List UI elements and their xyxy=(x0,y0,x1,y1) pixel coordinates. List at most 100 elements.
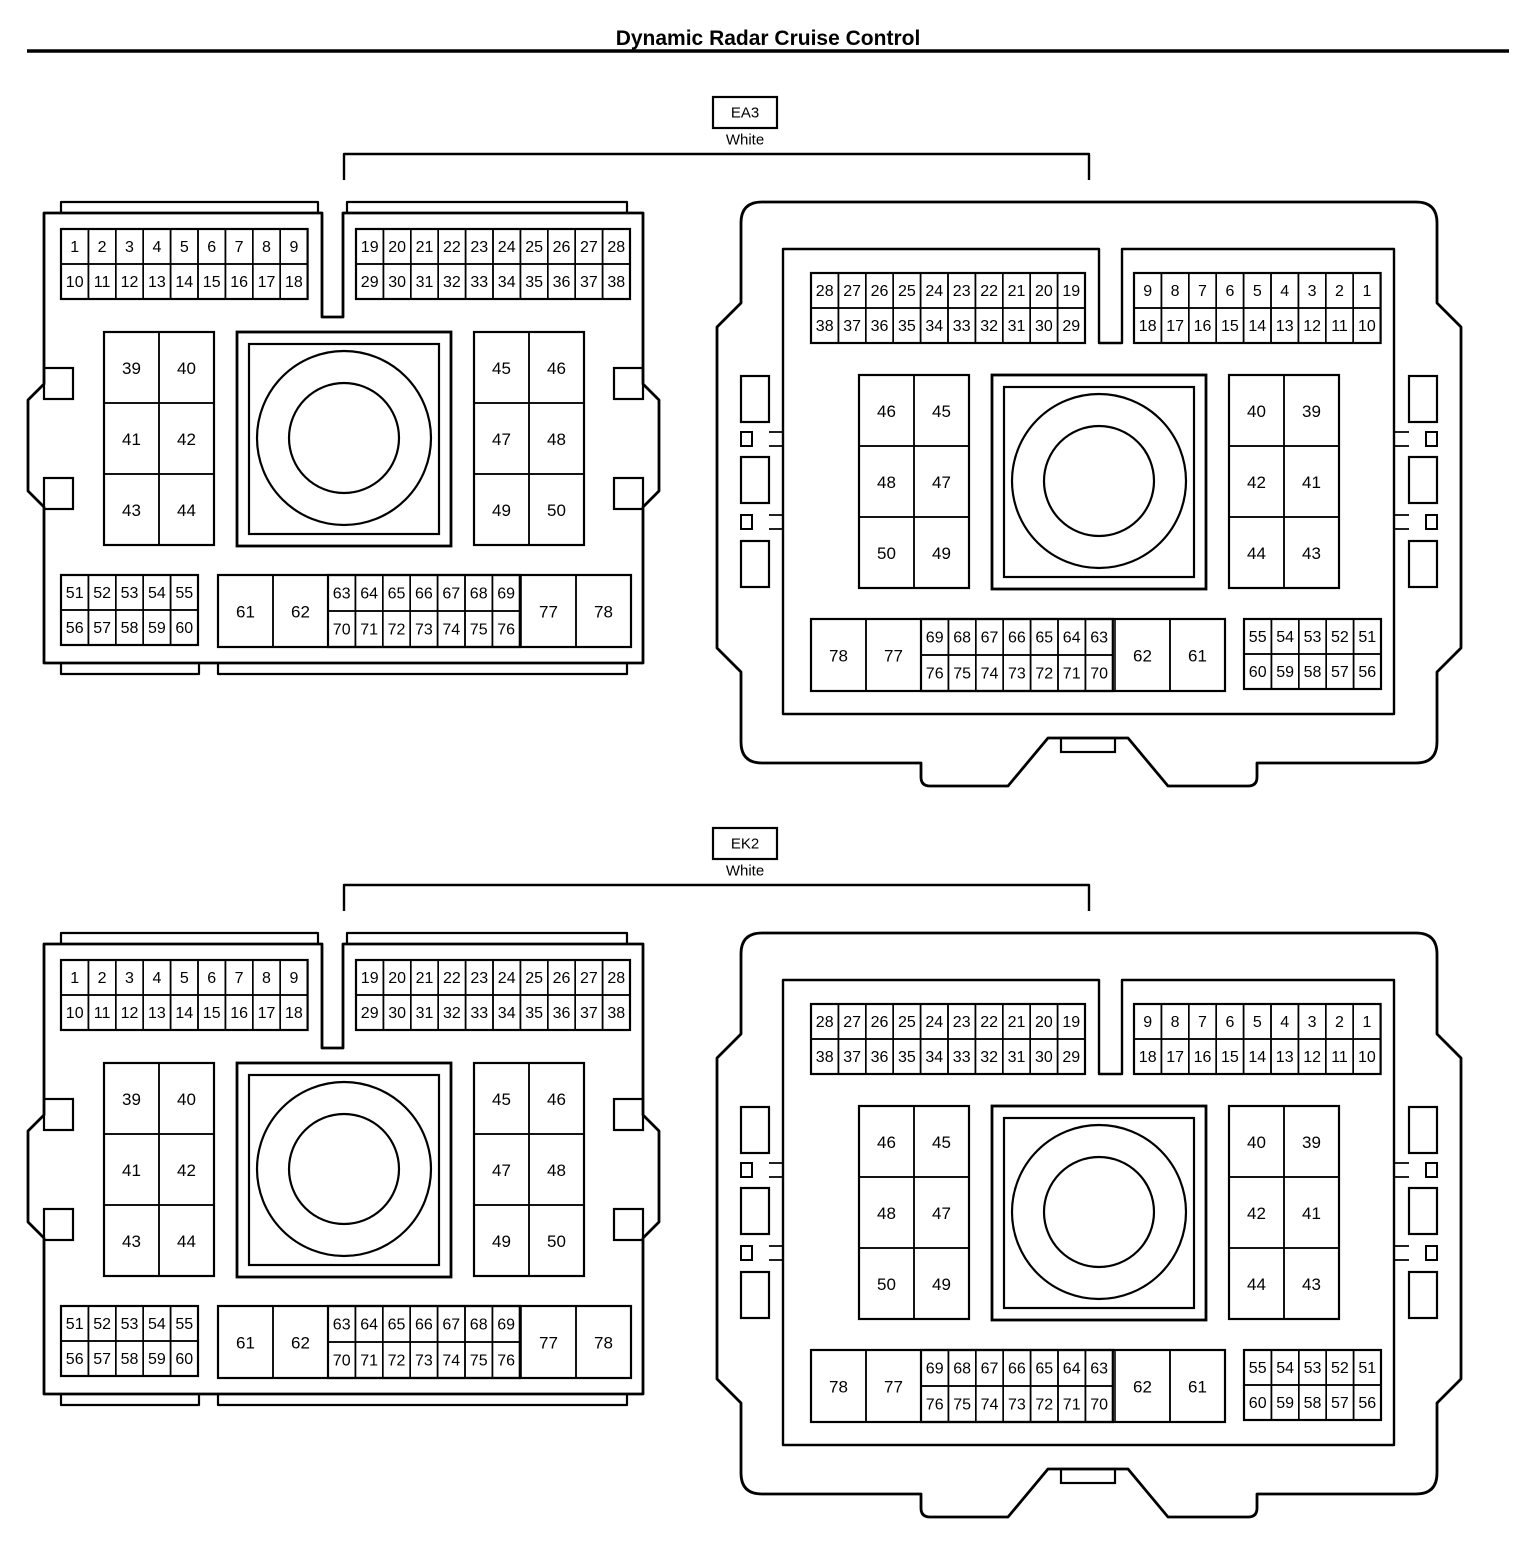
pin-label: 37 xyxy=(843,318,861,335)
pin-cell xyxy=(528,1204,585,1277)
pin-label: 45 xyxy=(932,402,951,421)
housing-outline xyxy=(26,211,661,665)
pin-label: 72 xyxy=(1035,666,1053,683)
pin-label: 19 xyxy=(361,970,379,987)
pin-label: 34 xyxy=(498,1005,516,1022)
pin-label: 69 xyxy=(497,1317,515,1334)
pin-label: 28 xyxy=(816,1014,834,1031)
pin-label: 15 xyxy=(203,1005,221,1022)
pin-cell xyxy=(528,473,585,546)
pin-label: 39 xyxy=(122,359,141,378)
pin-label: 13 xyxy=(1276,318,1294,335)
pin-label: 72 xyxy=(388,1353,406,1370)
pin-label: 15 xyxy=(1221,1049,1239,1066)
pin-label: 31 xyxy=(1008,318,1026,335)
pin-label: 75 xyxy=(953,1397,971,1414)
pin-cell xyxy=(279,263,309,300)
latch xyxy=(1407,374,1439,424)
pin-label: 57 xyxy=(1331,1395,1349,1412)
pin-label: 60 xyxy=(175,1351,193,1368)
latch-notch xyxy=(1425,431,1438,447)
pin-label: 31 xyxy=(1008,1049,1026,1066)
pin-label: 76 xyxy=(497,1353,515,1370)
pin-label: 44 xyxy=(177,501,196,520)
pin-label: 60 xyxy=(175,620,193,637)
pin-label: 26 xyxy=(553,239,571,256)
pin-label: 25 xyxy=(898,1014,916,1031)
pin-label: 49 xyxy=(492,1232,511,1251)
pin-label: 7 xyxy=(1198,283,1207,300)
pin-label: 45 xyxy=(932,1133,951,1152)
pin-label: 27 xyxy=(843,283,861,300)
pin-cell xyxy=(913,516,970,589)
pin-label: 10 xyxy=(1358,1049,1376,1066)
latch-detail xyxy=(769,1162,783,1261)
pin-label: 77 xyxy=(539,603,558,622)
pin-label: 2 xyxy=(1335,1014,1344,1031)
pin-label: 43 xyxy=(1302,544,1321,563)
pin-label: 64 xyxy=(360,1317,378,1334)
pin-label: 33 xyxy=(470,1005,488,1022)
pin-label: 42 xyxy=(1247,1204,1266,1223)
center-ring-outer xyxy=(1010,392,1188,570)
pin-label: 38 xyxy=(816,1049,834,1066)
pin-label: 51 xyxy=(1358,1360,1376,1377)
pin-label: 16 xyxy=(1194,1049,1212,1066)
latch-notch xyxy=(740,1162,753,1178)
pin-label: 23 xyxy=(470,239,488,256)
pin-label: 12 xyxy=(1303,318,1321,335)
pin-label: 20 xyxy=(1035,1014,1053,1031)
pin-label: 17 xyxy=(258,1005,276,1022)
pin-label: 9 xyxy=(289,239,298,256)
pin-label: 2 xyxy=(98,239,107,256)
pin-label: 5 xyxy=(180,970,189,987)
pin-label: 67 xyxy=(442,586,460,603)
pin-label: 45 xyxy=(492,359,511,378)
pin-label: 75 xyxy=(470,1353,488,1370)
pin-label: 42 xyxy=(1247,473,1266,492)
pin-label: 15 xyxy=(1221,318,1239,335)
pin-label: 8 xyxy=(262,970,271,987)
pin-label: 35 xyxy=(525,274,543,291)
pin-label: 23 xyxy=(953,1014,971,1031)
center-shroud xyxy=(235,1061,453,1279)
pin-label: 43 xyxy=(122,501,141,520)
pin-cell xyxy=(601,263,631,300)
latch xyxy=(612,1207,645,1242)
housing-outline xyxy=(715,931,1463,1519)
pin-label: 78 xyxy=(829,647,848,666)
pin-label: 55 xyxy=(1249,629,1267,646)
center-shroud xyxy=(990,1104,1208,1322)
pin-label: 1 xyxy=(1362,283,1371,300)
pin-label: 59 xyxy=(1276,1395,1294,1412)
pin-label: 15 xyxy=(203,274,221,291)
latch-notch xyxy=(1425,1162,1438,1178)
pin-label: 78 xyxy=(829,1378,848,1397)
pin-label: 65 xyxy=(1035,630,1053,647)
latch xyxy=(1407,455,1439,505)
pin-label: 65 xyxy=(388,586,406,603)
pin-cell xyxy=(1169,618,1226,692)
pin-label: 30 xyxy=(388,274,406,291)
latch-detail xyxy=(1394,1162,1409,1261)
pin-label: 50 xyxy=(877,1275,896,1294)
pin-cell xyxy=(491,610,521,648)
pin-label: 30 xyxy=(388,1005,406,1022)
pin-label: 23 xyxy=(470,970,488,987)
latch-notch xyxy=(1425,514,1438,530)
pin-label: 11 xyxy=(1331,318,1348,335)
pin-label: 66 xyxy=(1008,630,1026,647)
pin-label: 66 xyxy=(1008,1361,1026,1378)
pin-label: 19 xyxy=(361,239,379,256)
pin-label: 32 xyxy=(980,318,998,335)
pin-label: 57 xyxy=(1331,664,1349,681)
pin-label: 4 xyxy=(152,970,161,987)
pin-label: 50 xyxy=(877,544,896,563)
pin-label: 12 xyxy=(121,1005,139,1022)
pin-label: 36 xyxy=(553,274,571,291)
pin-label: 8 xyxy=(1171,283,1180,300)
pin-label: 35 xyxy=(898,1049,916,1066)
pin-label: 38 xyxy=(816,318,834,335)
